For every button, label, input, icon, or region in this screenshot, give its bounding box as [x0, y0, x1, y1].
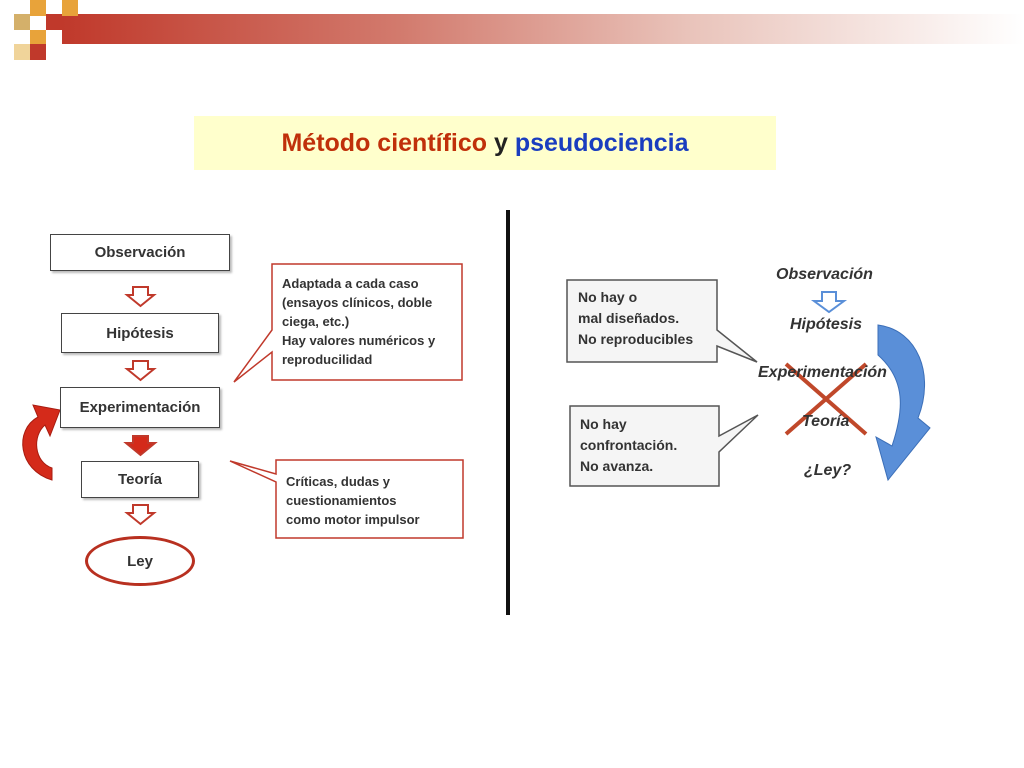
callout-text-adaptation: Adaptada a cada caso (ensayos clínicos, … — [282, 274, 435, 369]
title-part-scientific-method: Método científico — [281, 128, 488, 157]
down-arrow-icon — [124, 286, 157, 308]
down-arrow-icon — [124, 360, 157, 382]
callout-line: mal diseñados. — [578, 310, 680, 326]
pseudo-step-hypothesis: Hipótesis — [790, 316, 863, 333]
step-hypothesis: Hipótesis — [61, 313, 219, 353]
callout-line: Adaptada a cada caso — [282, 276, 419, 291]
callout-line: (ensayos clínicos, doble — [282, 295, 433, 310]
callout-line: No reproducibles — [578, 331, 694, 347]
callout-line: reproducilidad — [282, 352, 373, 367]
callout-balloon — [233, 263, 463, 383]
decor-square — [14, 44, 30, 60]
decor-square — [30, 30, 46, 44]
decor-square — [30, 44, 46, 60]
down-arrow-icon — [124, 504, 157, 526]
pseudo-step-law: ¿Ley? — [804, 462, 852, 479]
decor-square — [30, 0, 46, 16]
down-arrow-icon — [123, 435, 158, 457]
title-part-pseudoscience: pseudociencia — [514, 128, 689, 157]
slide-title: Método científico y pseudociencia — [194, 116, 776, 170]
step-label: Experimentación — [79, 399, 201, 416]
callout-line: No hay o — [578, 289, 638, 305]
step-experimentation: Experimentación — [60, 387, 220, 428]
callout-text-criticism: Críticas, dudas y cuestionamientos como … — [286, 472, 420, 529]
section-divider — [506, 210, 510, 615]
decor-square — [46, 14, 62, 30]
header-gradient-bar — [62, 14, 1024, 44]
step-label: Observación — [94, 244, 186, 261]
pseudo-step-experimentation: Experimentación — [758, 364, 887, 381]
callout-text-no-experiments: No hay o mal diseñados. No reproducibles — [578, 287, 693, 350]
callout-line: como motor impulsor — [286, 512, 420, 527]
step-label: Hipótesis — [106, 324, 174, 342]
cross-icon — [784, 362, 868, 436]
callout-balloon — [229, 459, 464, 539]
step-observation: Observación — [50, 234, 230, 271]
pseudo-step-theory: Teoría — [802, 413, 850, 430]
callout-line: ciega, etc.) — [282, 314, 350, 329]
callout-balloon — [566, 279, 758, 363]
callout-line: cuestionamientos — [286, 493, 397, 508]
step-label: Teoría — [118, 471, 162, 488]
callout-line: confrontación. — [580, 437, 678, 453]
callout-line: No hay — [580, 416, 627, 432]
curved-arrow-icon — [875, 324, 931, 482]
callout-balloon — [569, 405, 759, 487]
callout-line: No avanza. — [580, 458, 654, 474]
callout-text-no-confrontation: No hay confrontación. No avanza. — [580, 414, 677, 477]
decor-square — [62, 0, 78, 16]
header-band — [0, 0, 1024, 60]
callout-line: Hay valores numéricos y — [282, 333, 436, 348]
callout-line: Críticas, dudas y — [286, 474, 391, 489]
pseudo-step-observation: Observación — [776, 266, 873, 283]
decor-square — [14, 14, 30, 30]
step-law: Ley — [85, 536, 195, 586]
down-arrow-icon — [810, 291, 848, 314]
step-theory: Teoría — [81, 461, 199, 498]
step-label: Ley — [127, 552, 153, 570]
feedback-arrow-icon — [22, 404, 61, 481]
title-part-conjunction: y — [487, 128, 515, 157]
